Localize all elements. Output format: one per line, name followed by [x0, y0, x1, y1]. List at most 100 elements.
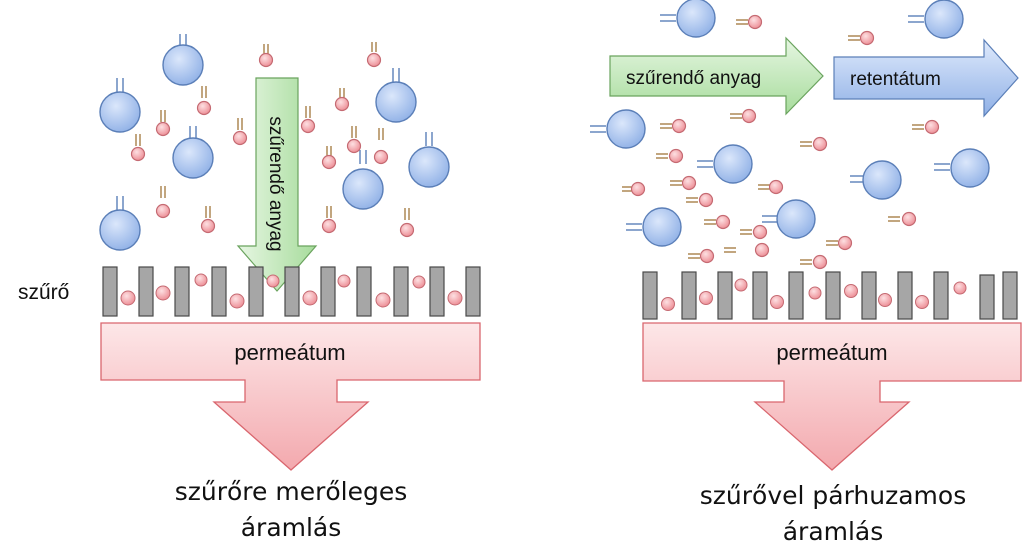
small-particle [915, 295, 929, 309]
small-particle [724, 242, 770, 258]
small-particle [800, 254, 828, 270]
small-particle [758, 179, 784, 195]
filter-bar [248, 266, 264, 317]
small-particle [155, 186, 171, 219]
small-particle [688, 248, 715, 264]
right-small-particles [622, 14, 940, 270]
small-particle [155, 285, 171, 301]
large-particle [850, 160, 902, 200]
small-particle [808, 286, 822, 300]
left-caption-line2: áramlás [241, 513, 342, 542]
right-feed-arrow-label: szűrendő anyag [626, 68, 761, 89]
right-filter-particles [661, 278, 967, 311]
small-particle [258, 44, 274, 68]
filter-bar [320, 266, 336, 317]
large-particle [408, 132, 450, 188]
filter-bar [897, 271, 913, 320]
small-particle [670, 175, 697, 191]
small-particle [736, 14, 763, 30]
small-particle [232, 118, 248, 146]
small-particle [447, 290, 463, 306]
right-filter [642, 271, 1018, 320]
filter-bar [138, 266, 154, 317]
filter-bar [681, 271, 697, 320]
small-particle [912, 119, 940, 135]
small-particle [155, 110, 171, 137]
filter-bar [429, 266, 445, 317]
small-particle [844, 284, 858, 298]
right-permeate-arrow: permeátum [642, 322, 1022, 471]
small-particle [953, 281, 967, 295]
left-filter-particles [120, 273, 463, 309]
small-particle [734, 278, 748, 292]
right-large-particles [590, 0, 990, 247]
small-particle [412, 275, 426, 289]
left-permeate-arrow: permeátum [100, 322, 481, 471]
small-particle [730, 108, 757, 124]
right-retentate-arrow: retentátum [833, 38, 1019, 118]
small-particle [321, 146, 337, 170]
small-particle [661, 297, 675, 311]
small-particle [704, 214, 731, 230]
filter-bar [788, 271, 804, 320]
left-filter [102, 266, 481, 317]
small-particle [120, 290, 136, 306]
right-caption-line2: áramlás [783, 517, 884, 546]
left-caption-line1: szűrőre merőleges [175, 477, 408, 506]
small-particle [130, 134, 146, 162]
small-particle [346, 126, 362, 154]
large-particle [626, 207, 682, 247]
filter-bar [979, 274, 995, 320]
small-particle [366, 42, 382, 68]
left-permeate-label: permeátum [234, 340, 345, 365]
large-particle [934, 148, 990, 188]
filter-bar [393, 266, 409, 317]
filter-bar [465, 266, 481, 317]
filter-bar [356, 266, 372, 317]
right-feed-arrow: szűrendő anyag [609, 36, 824, 116]
small-particle [334, 88, 350, 112]
small-particle [699, 291, 713, 305]
filter-bar [284, 266, 300, 317]
small-particle [622, 181, 646, 197]
small-particle [300, 106, 316, 134]
small-particle [266, 274, 280, 288]
left-feed-arrow: szűrendő anyag [236, 77, 318, 292]
small-particle [321, 206, 337, 234]
small-particle [878, 293, 892, 307]
small-particle [337, 274, 351, 288]
small-particle [656, 148, 684, 164]
filter-bar [825, 271, 841, 320]
left-large-particles [99, 34, 450, 251]
filter-bar [933, 271, 949, 320]
filter-bar [642, 271, 658, 320]
small-particle [399, 208, 415, 238]
right-retentate-label: retentátum [850, 69, 941, 90]
right-permeate-label: permeátum [776, 340, 887, 365]
small-particle [375, 292, 391, 308]
small-particle [229, 293, 245, 309]
left-feed-arrow-label: szűrendő anyag [265, 116, 286, 251]
filter-bar [861, 271, 877, 320]
large-particle [762, 199, 816, 239]
small-particle [660, 118, 687, 134]
small-particle [686, 192, 714, 208]
large-particle [697, 144, 753, 184]
small-particle [194, 273, 208, 287]
small-particle [848, 30, 875, 46]
small-particle [888, 211, 917, 227]
large-particle [99, 78, 141, 133]
left-small-particles [130, 42, 415, 238]
small-particle [770, 295, 784, 309]
filter-bar [717, 271, 733, 320]
small-particle [826, 235, 853, 251]
left-filter-label: szűrő [18, 281, 69, 304]
large-particle [342, 150, 384, 210]
small-particle [373, 128, 389, 165]
large-particle [908, 0, 964, 39]
small-particle [200, 206, 216, 234]
small-particle [800, 136, 828, 152]
large-particle [99, 196, 141, 251]
large-particle [660, 0, 716, 38]
